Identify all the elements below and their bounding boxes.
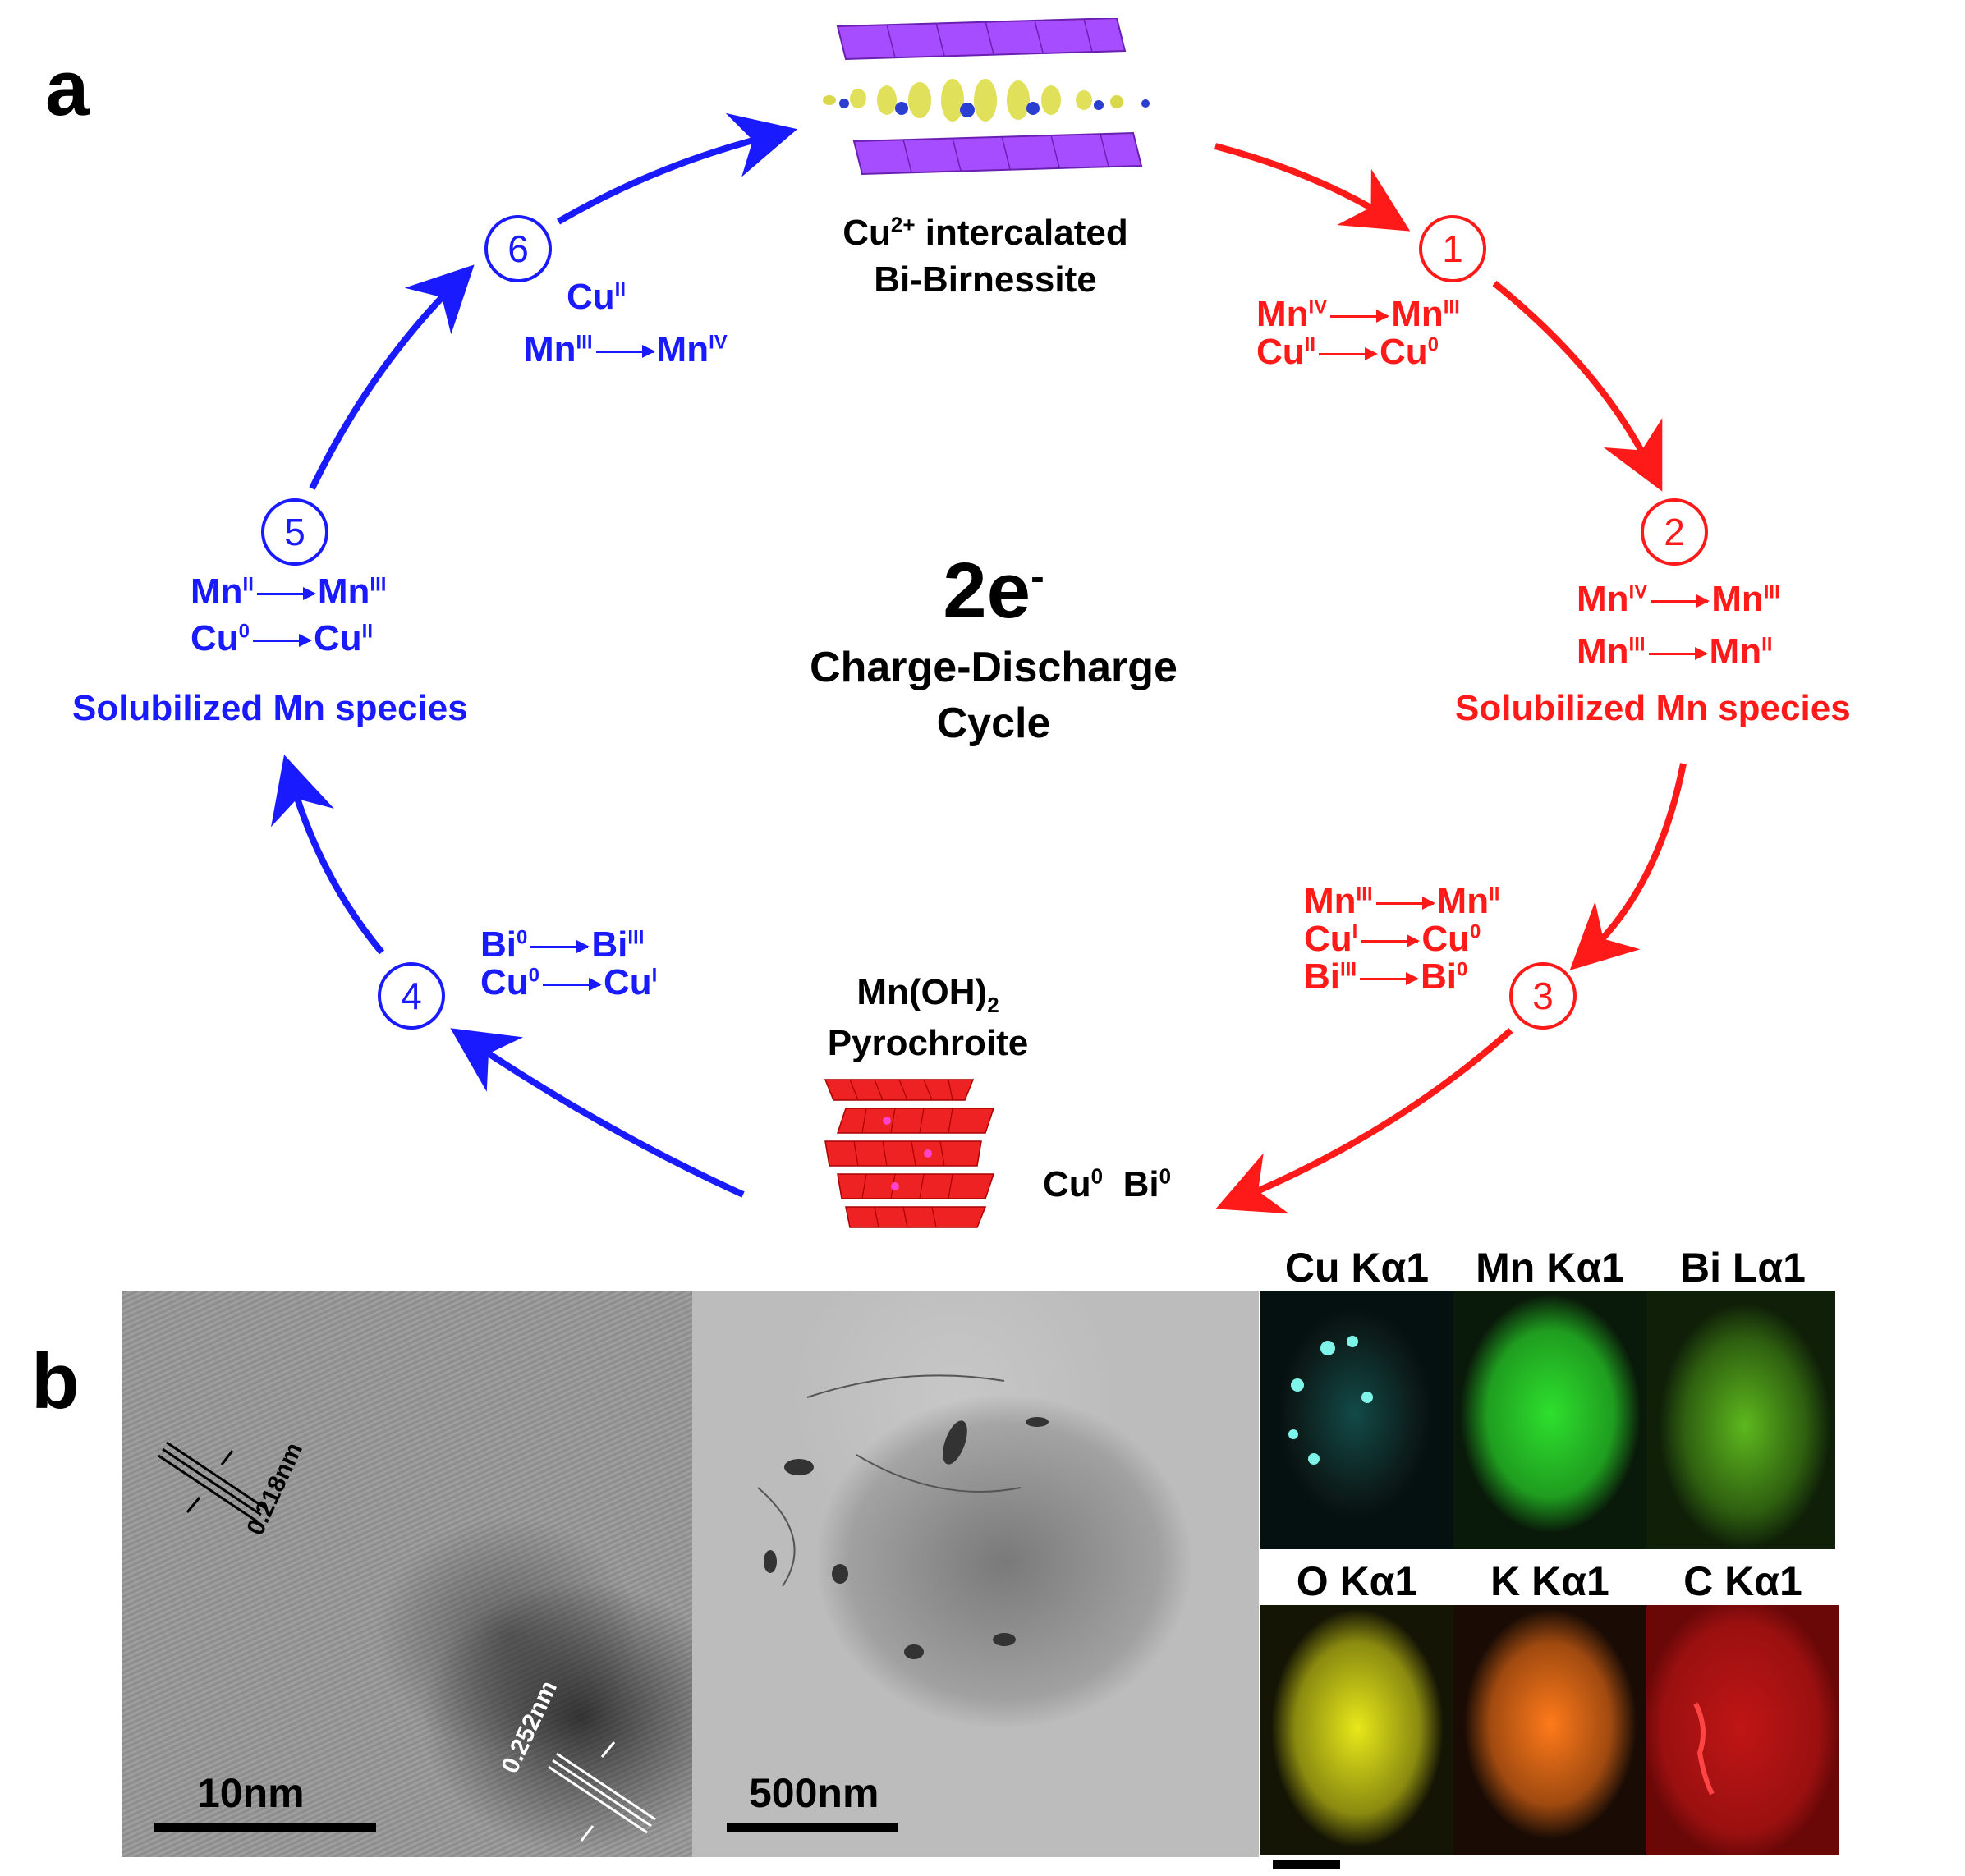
map-title-cu: Cu Kα1 [1284,1245,1430,1291]
cycle-arrows [271,112,1687,1214]
step-4-circle: 4 [378,962,445,1030]
step-1-circle: 1 [1419,215,1486,282]
step-6-circle: 6 [484,215,552,282]
tem-scale-bar [727,1823,898,1832]
center-electron-count: 2e- [943,547,1044,635]
arrow-1-to-2 [1492,280,1663,492]
arrow-bottom-to-4 [450,1028,745,1198]
arrow-5-to-6 [309,264,475,490]
arrow-4-to-5 [271,755,385,955]
map-title-bi: Bi Lα1 [1680,1245,1806,1291]
eds-map-bi [1646,1291,1835,1549]
panel-b-letter: b [31,1337,80,1425]
step-5-note: Solubilized Mn species [72,688,468,728]
hrtem-spacing-label-1: 0.218nm [241,1438,308,1539]
step-5-circle: 5 [261,498,328,566]
hrtem-annotations: 0.218nm 0.252nm [158,1438,656,1842]
bottom-metals-label: Cu0 Bi0 [1043,1163,1172,1204]
arrow-top-to-1 [1214,143,1411,232]
hrtem-spacing-label-2: 0.252nm [496,1676,562,1777]
hrtem-image [122,1291,692,1857]
map-title-o: O Kα1 [1296,1558,1418,1604]
pyrochroite-structure-image [824,1079,995,1228]
eds-map-c [1646,1605,1839,1855]
map-title-c: C Kα1 [1683,1558,1802,1604]
hrtem-scale-label: 10nm [197,1770,305,1816]
arrow-6-to-top [556,112,798,225]
center-cycle-label: Charge-Discharge Cycle [810,644,1178,747]
map-title-mn: Mn Kα1 [1476,1245,1624,1291]
panel-a-letter: a [45,44,90,132]
eds-scale-bar [1273,1860,1340,1869]
bottom-structure-label: Mn(OH)2 Pyrochroite [827,972,1029,1063]
eds-map-k [1453,1605,1646,1855]
eds-map-mn [1453,1291,1646,1549]
top-structure-label: Cu2+ intercalated Bi-Birnessite [842,212,1128,300]
eds-map-cu [1260,1291,1453,1549]
arrow-3-to-bottom [1215,1028,1513,1214]
tem-scale-label: 500nm [749,1770,879,1816]
birnessite-structure-image [823,18,1150,176]
arrow-2-to-3 [1569,763,1687,970]
tem-image [692,1291,1259,1857]
map-title-k: K Kα1 [1490,1558,1609,1604]
eds-map-o [1260,1605,1453,1855]
step-2-note: Solubilized Mn species [1455,688,1851,728]
hrtem-scale-bar [154,1823,376,1832]
step-2-circle: 2 [1641,498,1708,566]
step-3-circle: 3 [1509,962,1577,1030]
